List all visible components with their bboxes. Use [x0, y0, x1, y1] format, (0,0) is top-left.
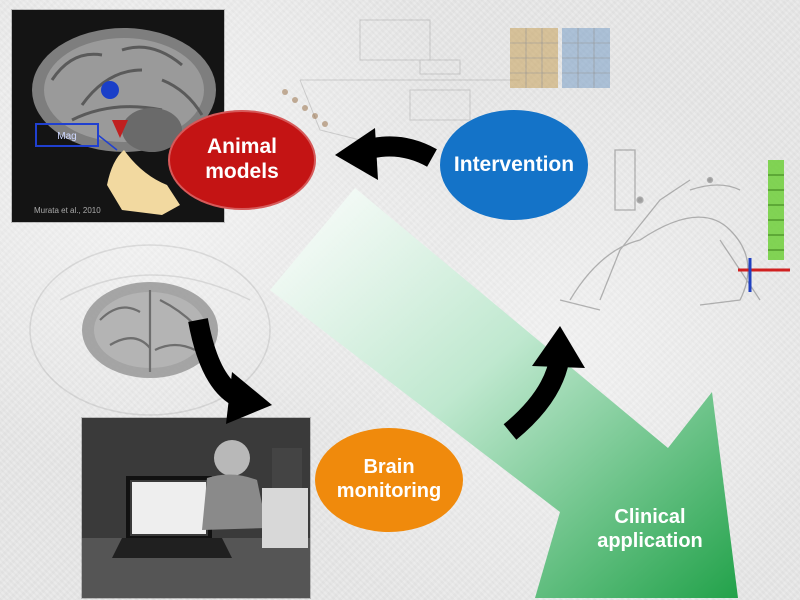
clinical-application-label-line1: Clinical — [614, 506, 686, 528]
mri-inset-label: Mag — [57, 131, 76, 142]
animal-models-label-line2: models — [205, 160, 279, 183]
brain-monitoring-label-line1: Brain — [363, 456, 415, 479]
clinical-application-label: Clinical application — [560, 506, 740, 553]
animal-models-node: Animal models — [168, 110, 316, 210]
brain-mri-image: Mag Murata et al., 2010 — [12, 10, 224, 222]
mri-caption: Murata et al., 2010 — [34, 206, 101, 215]
intervention-label: Intervention — [453, 152, 575, 176]
brain-monitoring-label-line2: monitoring — [336, 480, 442, 502]
animal-models-label-line1: Animal — [206, 135, 277, 159]
intervention-node: Intervention — [440, 110, 588, 220]
brain-mri-drawing: Mag Murata et al., 2010 — [12, 10, 224, 222]
brain-monitoring-node: Brain monitoring — [315, 428, 463, 532]
brain-monitoring-photo — [82, 418, 310, 598]
monitoring-scene-drawing — [82, 418, 310, 598]
clinical-application-label-line2: application — [597, 529, 703, 552]
